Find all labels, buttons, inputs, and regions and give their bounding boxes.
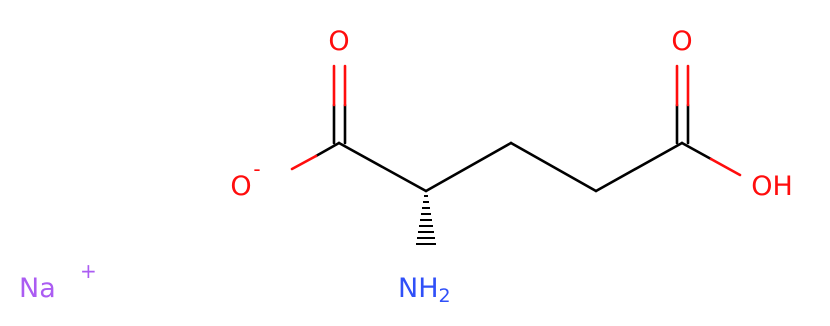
carbonyl-oxygen-left-label: O: [328, 26, 349, 57]
sodium-ion-label: Na: [19, 273, 56, 304]
stereo-hashed-wedge: [416, 195, 436, 245]
bond-carboxyl-to-alpha: [337, 141, 428, 193]
hydroxyl-label: OH: [751, 171, 793, 202]
bond-ch2-to-carboxylic: [594, 141, 684, 193]
amine-nh-text: NH: [398, 273, 439, 304]
carbonyl-oxygen-right-label: O: [671, 26, 692, 57]
right-hydroxyl-single-bond: [680, 141, 742, 177]
bond-alpha-to-ch2: [424, 141, 513, 193]
right-carbonyl-double-bond: [675, 64, 690, 145]
carboxylate-charge-label: -: [253, 157, 260, 181]
carboxylate-oxygen-label: O: [230, 171, 251, 202]
bond-ch2-to-ch2: [509, 141, 598, 193]
left-carbonyl-double-bond: [332, 64, 347, 145]
amine-subscript: 2: [439, 285, 451, 307]
amine-nitrogen-label: NH2: [398, 273, 451, 307]
sodium-charge-label: +: [80, 259, 97, 283]
left-carboxylate-single-bond: [290, 141, 341, 171]
